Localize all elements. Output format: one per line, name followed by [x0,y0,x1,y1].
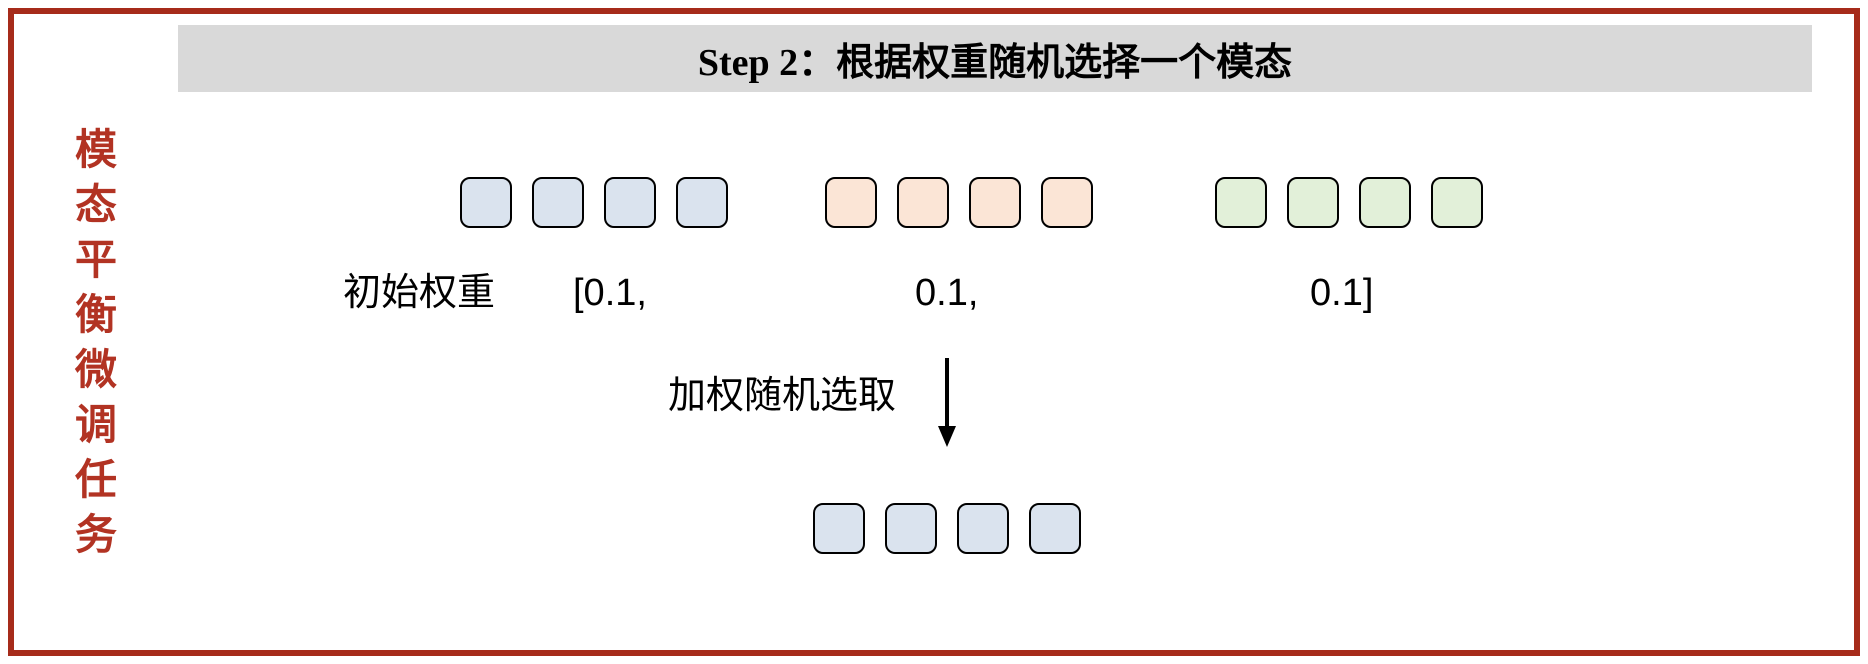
token-square [1431,177,1483,228]
weight-value-3: 0.1] [1310,272,1374,314]
token-square [676,177,728,228]
token-square [604,177,656,228]
selected-modality-group [813,503,1081,554]
task-label-char: 态 [74,181,117,228]
down-arrow-icon [938,358,956,447]
token-square [969,177,1021,228]
task-label-char: 任 [74,456,117,503]
token-square [957,503,1009,554]
token-square [1287,177,1339,228]
token-square [897,177,949,228]
token-square [460,177,512,228]
step-header-bar: Step 2：根据权重随机选择一个模态 [178,25,1812,92]
modality-group-2 [825,177,1093,228]
modality-group-3 [1215,177,1483,228]
token-square [813,503,865,554]
red-frame-border [8,8,1860,656]
token-square [1359,177,1411,228]
initial-weights-label: 初始权重 [343,272,496,314]
token-square [1215,177,1267,228]
token-square [825,177,877,228]
task-label-char: 模 [74,126,117,173]
task-label-char: 务 [74,511,117,558]
task-label-char: 调 [74,401,117,448]
token-square [885,503,937,554]
task-label-char: 平 [74,236,117,283]
weight-value-1: [0.1, [573,272,647,314]
task-label-char: 微 [74,346,117,393]
task-vertical-label: 模态平衡微调任务 [68,122,124,562]
modality-group-1 [460,177,728,228]
token-square [1029,503,1081,554]
weight-value-2: 0.1, [915,272,979,314]
weighted-random-select-label: 加权随机选取 [668,375,897,417]
step-title: Step 2：根据权重随机选择一个模态 [697,42,1293,84]
task-label-char: 衡 [74,291,117,338]
token-square [532,177,584,228]
token-square [1041,177,1093,228]
